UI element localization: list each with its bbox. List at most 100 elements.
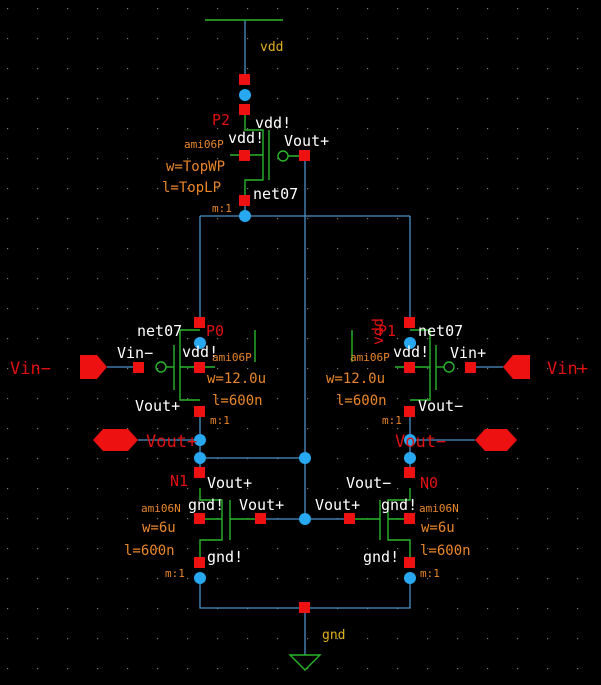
grid-dot [517,98,519,100]
n0-symbol-icon [387,488,411,562]
grid-dot [487,548,489,550]
port-vin-plus-icon[interactable] [503,355,530,379]
grid-dot [457,218,459,220]
p2-gate-label: Vout+ [284,132,329,150]
grid-dot [487,188,489,190]
port-vin-minus-icon[interactable] [80,355,107,379]
junction-p1-s [404,337,416,349]
n1-source-label: gnd! [207,548,243,566]
grid-dot [457,608,459,610]
grid-dot [367,368,369,370]
grid-dot [547,278,549,280]
grid-dot [247,308,249,310]
grid-dot [187,128,189,130]
grid-dot [7,638,9,640]
grid-dot [217,578,219,580]
grid-dot [457,8,459,10]
grid-dot [97,458,99,460]
grid-dot [427,248,429,250]
p0-gate-label: Vin− [117,344,153,362]
grid-dot [67,158,69,160]
grid-dot [7,548,9,550]
grid-dot [517,398,519,400]
grid-dot [97,488,99,490]
grid-dot [397,128,399,130]
grid-dot [577,548,579,550]
grid-dot [127,398,129,400]
grid-dot [277,428,279,430]
grid-dot [307,8,309,10]
grid-dot [277,308,279,310]
grid-dot [97,638,99,640]
grid-dot [67,638,69,640]
pin-p0-g [133,362,144,373]
grid-dot [397,278,399,280]
pin-n0-g [344,513,355,524]
p0-name: P0 [206,322,224,340]
grid-dot [307,218,309,220]
grid-dot [157,488,159,490]
grid-dot [547,548,549,550]
grid-dot [367,8,369,10]
grid-dot [427,308,429,310]
grid-dot [457,188,459,190]
grid-dot [577,278,579,280]
grid-dot [217,368,219,370]
grid-dot [37,338,39,340]
grid-dot [517,488,519,490]
grid-dot [487,248,489,250]
grid-dot [7,458,9,460]
device-p0[interactable] [155,329,256,401]
grid-dot [187,98,189,100]
grid-dot [397,188,399,190]
grid-dot [157,518,159,520]
grid-dot [577,68,579,70]
grid-dot [307,578,309,580]
grid-dot [127,68,129,70]
p2-l: l=TopLP [162,180,221,196]
grid-dot [457,38,459,40]
grid-dot [397,308,399,310]
grid-dot [577,638,579,640]
p2-name: P2 [212,111,230,129]
n1-symbol-icon [199,488,223,562]
grid-dot [187,578,189,580]
grid-dot [487,368,489,370]
port-vout-minus-icon[interactable] [475,429,517,451]
grid-dot [427,68,429,70]
grid-dot [37,608,39,610]
grid-dot [217,398,219,400]
pin-gnd [299,602,310,613]
grid-dot [247,428,249,430]
grid-dot [547,668,549,670]
grid-dot [247,38,249,40]
grid-dot [217,548,219,550]
grid-dot [67,668,69,670]
grid-dot [577,8,579,10]
p2-model: ami06P [184,138,224,151]
grid-dot [277,98,279,100]
grid-dot [547,458,549,460]
grid-dot [157,308,159,310]
grid-dot [307,428,309,430]
vdd-label: vdd [260,40,283,55]
grid-dot [127,668,129,670]
port-vout-plus-icon[interactable] [93,429,138,451]
p0-bulk-label: vdd! [182,343,218,361]
grid-dot [367,458,369,460]
grid-dot [367,98,369,100]
grid-dot [217,158,219,160]
grid-dot [157,218,159,220]
grid-dot [457,518,459,520]
grid-dot [577,128,579,130]
device-p1[interactable] [351,329,455,401]
grid-dot [367,188,369,190]
grid-dot [157,248,159,250]
p1-gate-label: Vin+ [450,344,486,362]
grid-dot [367,338,369,340]
grid-dot [517,38,519,40]
junction-vout-minus-tap [404,452,416,464]
grid-dot [217,248,219,250]
grid-dot [97,218,99,220]
grid-dot [547,428,549,430]
